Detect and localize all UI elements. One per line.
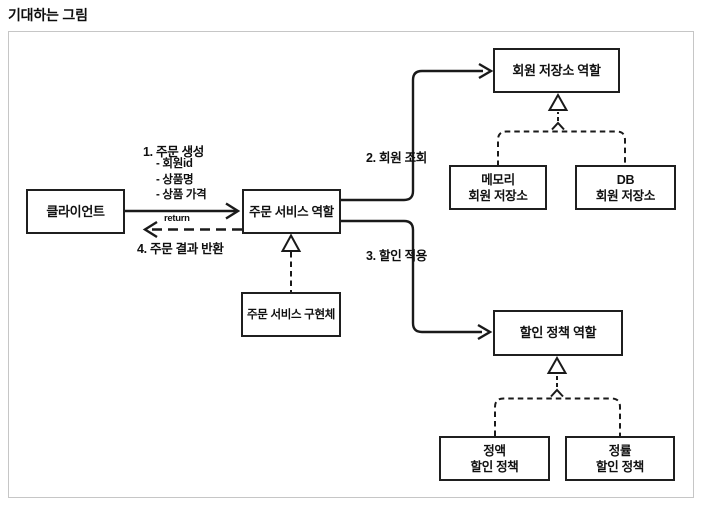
box-fixed-discount-policy: 정액 할인 정책 (439, 436, 550, 481)
label-step4-order-result: 4. 주문 결과 반환 (137, 242, 224, 256)
triangle-up-icon (546, 355, 568, 374)
triangle-up-icon (547, 92, 569, 111)
caret-up-icon (550, 388, 564, 398)
arrow-client-to-order-service (125, 202, 241, 220)
realization-discount-policies (494, 376, 621, 436)
realization-member-repositories (497, 112, 626, 166)
box-rate-discount-policy: 정률 할인 정책 (565, 436, 675, 481)
caret-up-icon (551, 121, 565, 131)
box-discount-policy-role: 할인 정책 역할 (493, 310, 623, 356)
box-client: 클라이언트 (26, 189, 125, 234)
box-db-member-repository: DB 회원 저장소 (575, 165, 676, 210)
box-order-service-impl: 주문 서비스 구현체 (241, 292, 341, 337)
arrowhead-icon (477, 323, 493, 341)
label-step2-member-lookup: 2. 회원 조회 (366, 151, 427, 165)
box-memory-member-repository: 메모리 회원 저장소 (449, 165, 547, 210)
arrow-return-dashed (142, 220, 242, 239)
triangle-up-icon (280, 233, 302, 252)
arrowhead-icon (142, 220, 158, 239)
label-step1-params: - 회원id - 상품명 - 상품 가격 (156, 158, 207, 201)
diagram-frame (8, 31, 694, 498)
arrow-order-service-to-member-repository (341, 62, 494, 202)
label-return: return (164, 213, 190, 224)
arrowhead-icon (478, 62, 494, 80)
arrowhead-icon (225, 202, 241, 220)
page-title: 기대하는 그림 (8, 7, 88, 23)
box-order-service-role: 주문 서비스 역할 (242, 189, 341, 234)
label-step1-create-order: 1. 주문 생성 (143, 145, 204, 159)
arrow-order-service-to-discount-policy (341, 219, 493, 341)
label-step3-apply-discount: 3. 할인 적용 (366, 249, 427, 263)
box-member-repository-role: 회원 저장소 역할 (493, 48, 620, 93)
